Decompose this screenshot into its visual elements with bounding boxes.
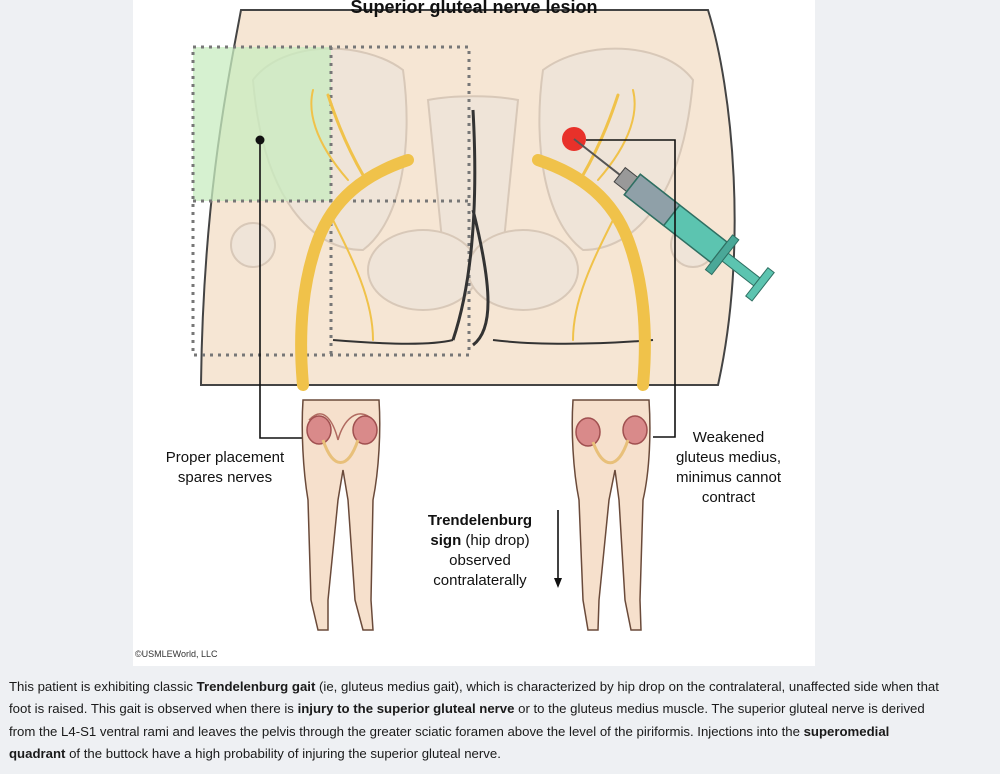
- text-run: of the buttock have a high probability o…: [65, 745, 501, 761]
- label-line: observed: [449, 552, 511, 569]
- leader-lines: [259, 139, 676, 439]
- label-line: spares nerves: [177, 469, 273, 486]
- label-weakened-gluteus: Weakened gluteus medius, minimus cannot …: [661, 428, 796, 508]
- sciatic-and-gluteal-nerves: [295, 89, 651, 391]
- label-bold: sign: [430, 532, 462, 549]
- label-line: contralaterally: [433, 572, 527, 589]
- label-trendelenburg-sign: Trendelenburg sign (hip drop) observed c…: [405, 511, 555, 591]
- text-bold: superomedial quadrant: [9, 723, 890, 761]
- safe-injection-quadrant: [193, 47, 331, 201]
- label-line: contract: [701, 489, 756, 506]
- label-bold: Trendelenburg: [427, 512, 533, 529]
- text-run: or to the gluteus medius muscle. The sup…: [9, 701, 925, 739]
- gluteal-cleft: [451, 109, 490, 347]
- label-line: (hip drop): [461, 532, 530, 549]
- quadrant-grid: [191, 45, 471, 357]
- illustration-panel: Superior gluteal nerve lesion Proper pla…: [133, 0, 815, 666]
- patient-figure-left: [301, 399, 381, 631]
- label-line: Weakened: [692, 429, 765, 446]
- buttock-anatomy-illustration: [191, 9, 775, 631]
- patient-figure-right: [571, 399, 651, 631]
- label-proper-placement: Proper placement spares nerves: [150, 448, 300, 488]
- text-bold: Trendelenburg gait: [196, 679, 316, 694]
- copyright-notice: ©USMLEWorld, LLC: [135, 649, 218, 659]
- text-run: This patient is exhibiting classic: [9, 679, 197, 694]
- explanation-text: This patient is exhibiting classic Trend…: [9, 676, 949, 765]
- text-bold: injury to the superior gluteal nerve: [297, 701, 515, 717]
- label-line: Proper placement: [165, 449, 285, 466]
- text-run: (ie, gluteus medius gait), which is char…: [9, 679, 939, 717]
- placement-marker: [255, 135, 265, 145]
- figure-title: Superior gluteal nerve lesion: [350, 0, 598, 17]
- label-line: minimus cannot: [675, 469, 782, 486]
- arrow-down-icon: [554, 510, 562, 588]
- label-line: gluteus medius,: [675, 449, 782, 466]
